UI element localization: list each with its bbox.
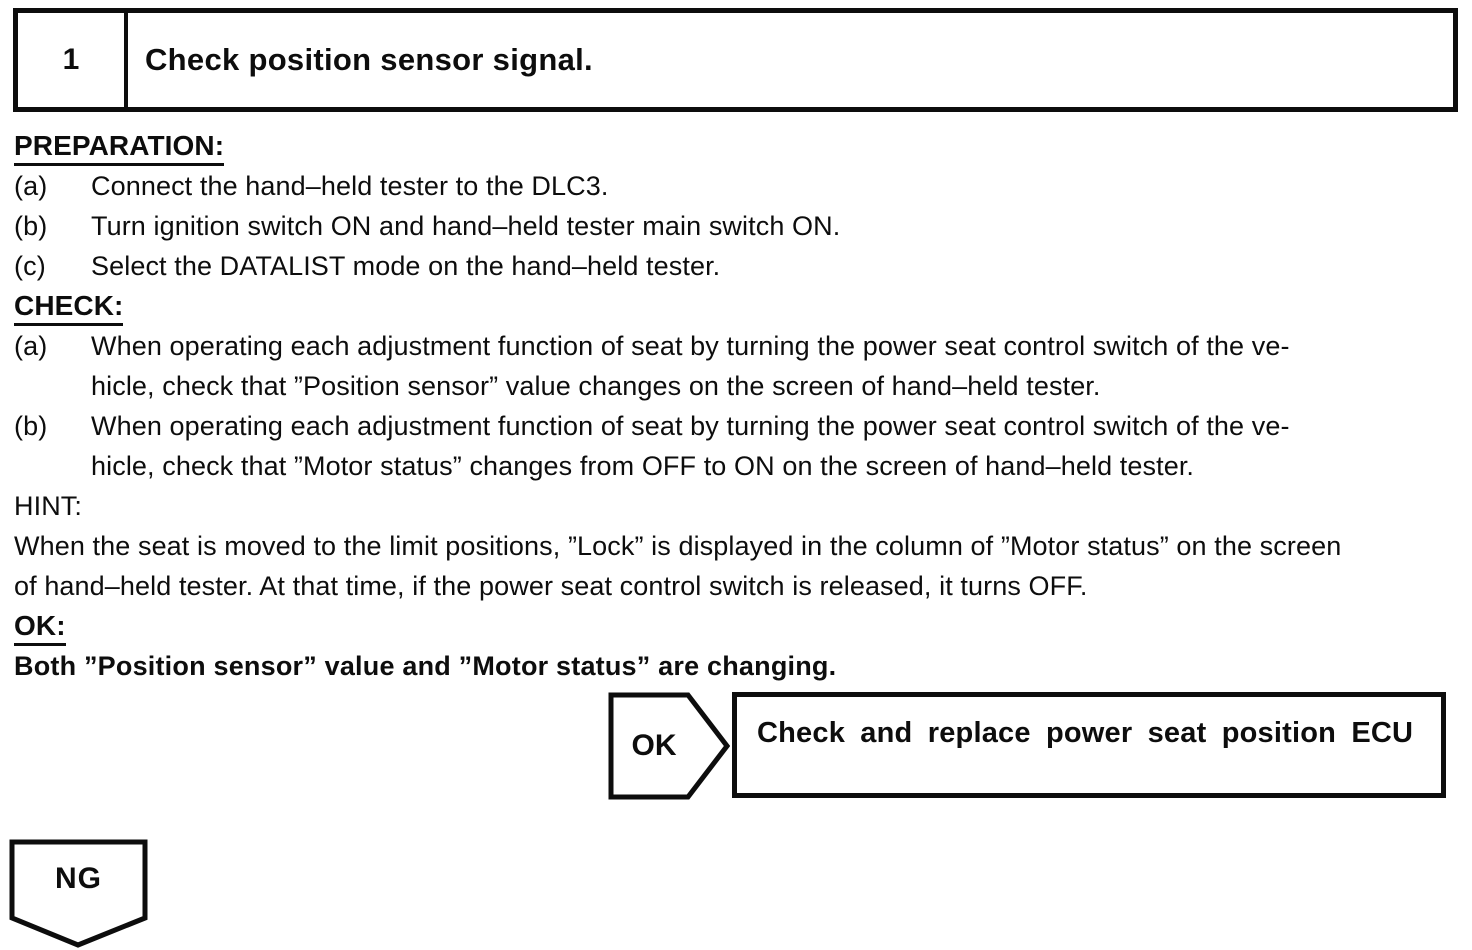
check-heading: CHECK: [14, 286, 1460, 326]
step-number: 1 [18, 13, 128, 107]
preparation-heading: PREPARATION: [14, 126, 1460, 166]
preparation-item-b: (b) Turn ignition switch ON and hand–hel… [14, 206, 1460, 246]
item-label: (c) [14, 251, 46, 281]
item-text: Turn ignition switch ON and hand–held te… [91, 211, 841, 241]
preparation-heading-text: PREPARATION: [14, 129, 225, 166]
step-title: Check position sensor signal. [145, 42, 593, 77]
preparation-item-a: (a) Connect the hand–held tester to the … [14, 166, 1460, 206]
ok-heading-text: OK: [14, 609, 66, 646]
item-text-line1: When operating each adjustment function … [91, 411, 1290, 441]
hint-text-line1: When the seat is moved to the limit posi… [14, 531, 1342, 561]
item-text-line1: When operating each adjustment function … [91, 331, 1290, 361]
item-label: (a) [14, 331, 48, 361]
step-header-box: 1 Check position sensor signal. [13, 8, 1458, 112]
ok-arrow-pentagon-icon [608, 692, 730, 800]
procedure-body: PREPARATION: (a) Connect the hand–held t… [14, 126, 1460, 686]
ok-action-box: Check and replace power seat position EC… [732, 692, 1446, 798]
item-text: Connect the hand–held tester to the DLC3… [91, 171, 609, 201]
ok-heading: OK: [14, 606, 1460, 646]
ok-branch-tag: OK [608, 692, 730, 800]
hint-text-line2: of hand–held tester. At that time, if th… [14, 571, 1088, 601]
hint-heading: HINT: [14, 491, 82, 521]
ng-branch-label: NG [55, 862, 102, 895]
check-item-b: (b) When operating each adjustment funct… [14, 406, 1460, 446]
ok-branch-label: OK [631, 729, 677, 762]
check-item-b-continuation: hicle, check that ”Motor status” changes… [91, 451, 1195, 481]
ok-conclusion: Both ”Position sensor” value and ”Motor … [14, 651, 837, 681]
preparation-item-c: (c) Select the DATALIST mode on the hand… [14, 246, 1460, 286]
item-text: Select the DATALIST mode on the hand–hel… [91, 251, 721, 281]
check-heading-text: CHECK: [14, 289, 124, 326]
item-label: (a) [14, 171, 48, 201]
check-item-a: (a) When operating each adjustment funct… [14, 326, 1460, 366]
item-label: (b) [14, 411, 48, 441]
item-label: (b) [14, 211, 48, 241]
ng-arrow-pentagon-icon [9, 839, 148, 948]
check-item-a-continuation: hicle, check that ”Position sensor” valu… [91, 371, 1101, 401]
ng-branch-tag: NG [9, 839, 148, 948]
